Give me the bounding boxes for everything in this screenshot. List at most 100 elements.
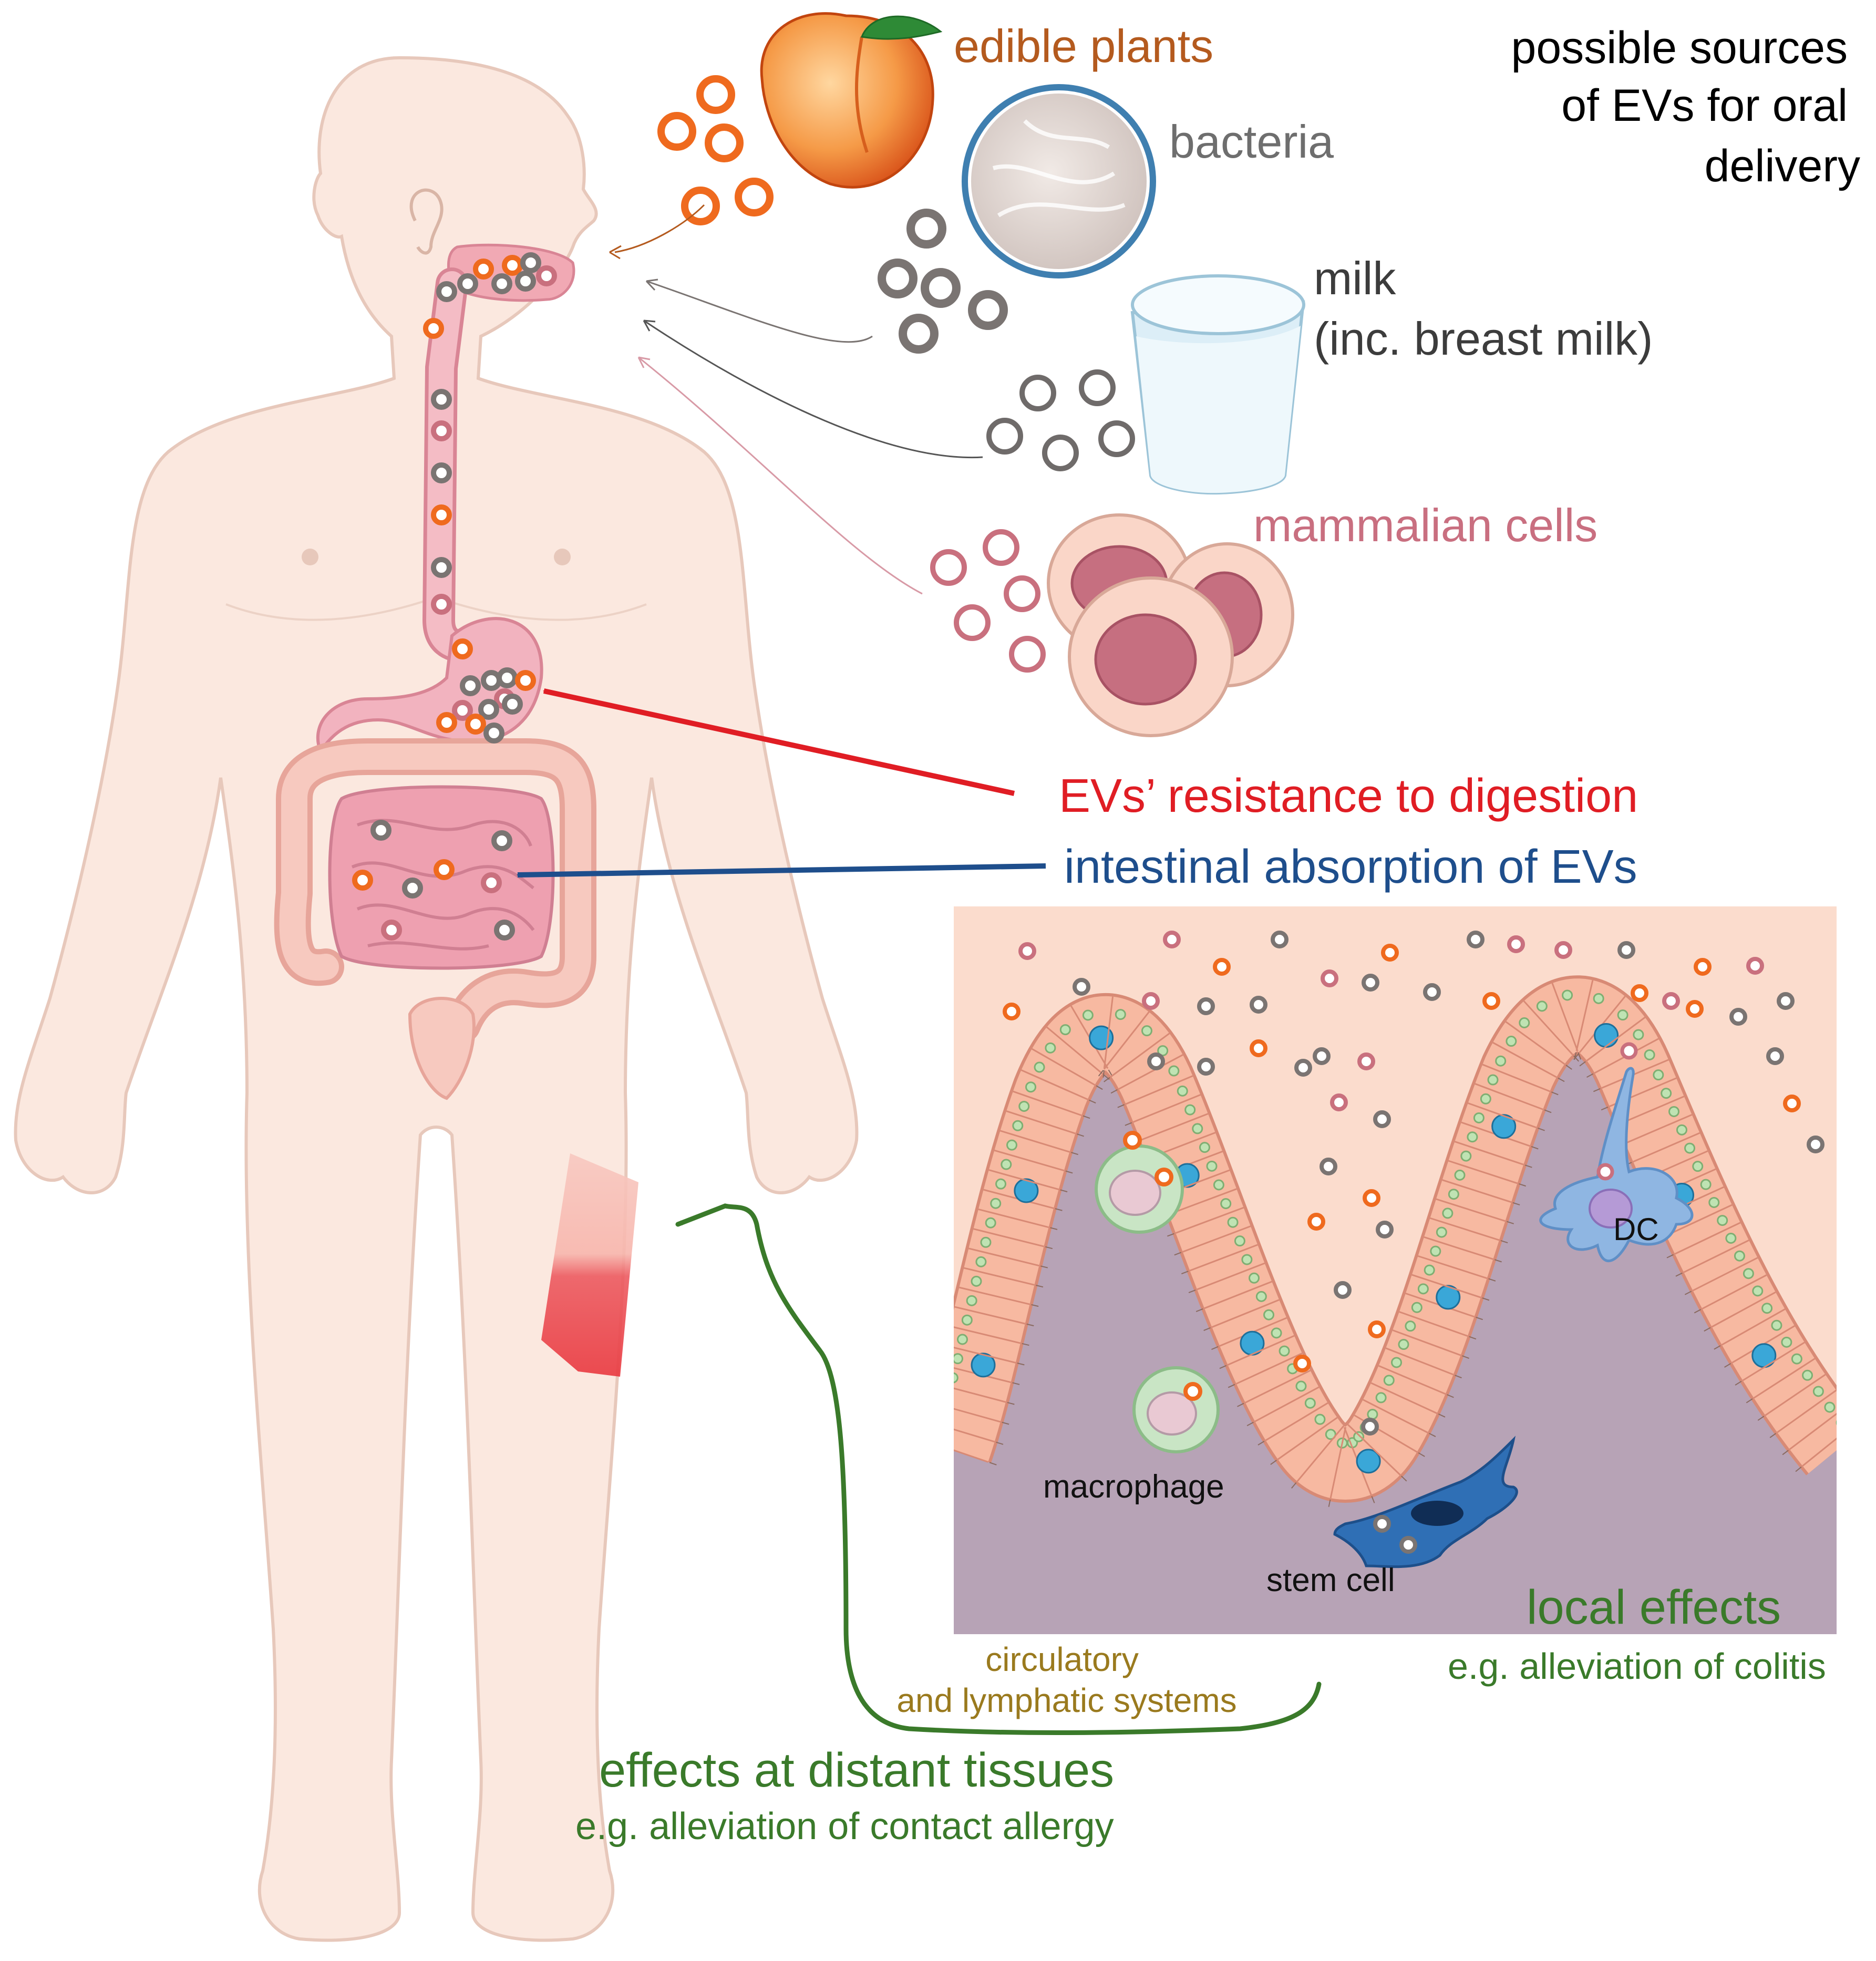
macrophage-cell-bottom [1132,1366,1220,1453]
cell-nucleus [1848,1432,1858,1442]
milk-ev [986,418,1023,455]
milk-ev [1042,435,1079,471]
milk-ev [1079,369,1116,406]
label-dc: DC [1613,1212,1659,1247]
cell-border [973,1228,1044,1247]
cell-nucleus [1082,1009,1094,1021]
microvillus [1219,1365,1227,1369]
lumen-ev [1631,984,1648,1002]
cell-border [1104,1012,1150,1070]
cell-nucleus [1448,1189,1459,1200]
microvillus [1104,1077,1110,1082]
microvillus [1045,1246,1053,1250]
cell-border [1442,1179,1512,1203]
microvillus [1211,1346,1219,1350]
cell-border [1692,1257,1758,1292]
microvillus [1666,1254,1674,1258]
microvillus [1488,1278,1496,1282]
lumen-ev [1294,1059,1312,1077]
cell-nucleus [1034,1061,1045,1073]
cell-border [1046,1026,1103,1075]
cell-nucleus [1045,1042,1056,1054]
gi-ev [494,920,515,941]
microvillus [1328,1499,1331,1507]
cell-nucleus [943,1392,953,1401]
lumen-ev [1368,1320,1386,1338]
microvillus [1228,1384,1235,1388]
gi-ev [436,281,457,302]
microvillus [1684,1291,1692,1295]
cell-nucleus [1836,1420,1837,1426]
cell-nucleus [1157,1045,1169,1057]
cell-border [954,1449,988,1463]
microvillus [1083,1115,1090,1119]
microvillus [1578,1052,1582,1060]
milk-ev [1098,420,1135,457]
gi-ev [502,255,523,276]
cell-border [1031,1048,1096,1086]
cell-nucleus [1781,1336,1792,1348]
cell-nucleus [1018,1100,1030,1112]
cell-nucleus [1725,1233,1737,1244]
label-absorption: intestinal absorption of EVs [1064,841,1637,893]
cell-border [1329,1427,1347,1499]
cell-nucleus [961,1314,973,1326]
cell-nucleus [1206,1160,1218,1172]
gi-ev [515,271,536,292]
mammalian-ev [983,529,1019,566]
ear [409,188,444,255]
cell-nucleus [975,1256,987,1267]
gi-ev [431,462,452,483]
cell-nucleus [1192,1123,1203,1134]
goblet-cell [1356,1449,1381,1474]
cell-border [999,1130,1070,1153]
label-edible-plants: edible plants [954,20,1213,72]
cell-border [1296,1425,1345,1482]
bacterial-ev [878,259,918,298]
cell-border [1702,1274,1767,1309]
lumen-ev [1807,1136,1825,1153]
cell-nucleus [1168,1065,1180,1077]
label-systems: circulatory and lymphatic systems [896,1640,1236,1719]
microvillus [1022,1343,1029,1346]
lumen-ev [1003,1003,1021,1020]
cell-border [1505,1021,1565,1065]
lumen-ev [1320,1158,1337,1175]
cell-border [1436,1198,1506,1222]
microvillus [1050,1227,1058,1230]
microvillus [1438,1413,1446,1418]
gi-ev [502,694,523,715]
microvillus [996,1441,1004,1445]
lumen-ev [1381,944,1399,962]
mammalian-ev [1009,636,1046,673]
microvillus [1531,1145,1539,1150]
cell-border [1753,1358,1816,1399]
lumen-ev [1334,1281,1352,1299]
lumen-ev [1554,941,1572,959]
bacterial-ev [899,314,939,354]
gi-ev [381,920,402,941]
microvillus [1371,1495,1375,1503]
cell-border [1254,1386,1320,1422]
cell-nucleus [1325,1429,1336,1440]
cell-border [1399,1311,1468,1337]
cell-border [963,1267,1035,1286]
cell-border [1586,1016,1646,1061]
cell-border [1482,1064,1551,1092]
cell-border [1245,1369,1311,1403]
bacterial-ev [921,268,961,308]
lumen-ev [1197,997,1215,1015]
microvillus [1195,1308,1203,1313]
cell-nucleus [1752,1285,1764,1297]
cell-nucleus [1241,1254,1253,1265]
gi-ev [452,700,473,721]
digestion-arrow [543,688,1015,796]
cell-nucleus [932,1429,942,1439]
cell-border [1204,1281,1272,1309]
cell-border [1454,1141,1524,1165]
cell-nucleus [1059,1024,1071,1036]
sources-heading: possible sources of EVs for oral deliver… [1511,23,1860,191]
cell-nucleus [1684,1142,1696,1154]
microvillus [1558,1077,1565,1082]
plant-ev [657,112,696,151]
